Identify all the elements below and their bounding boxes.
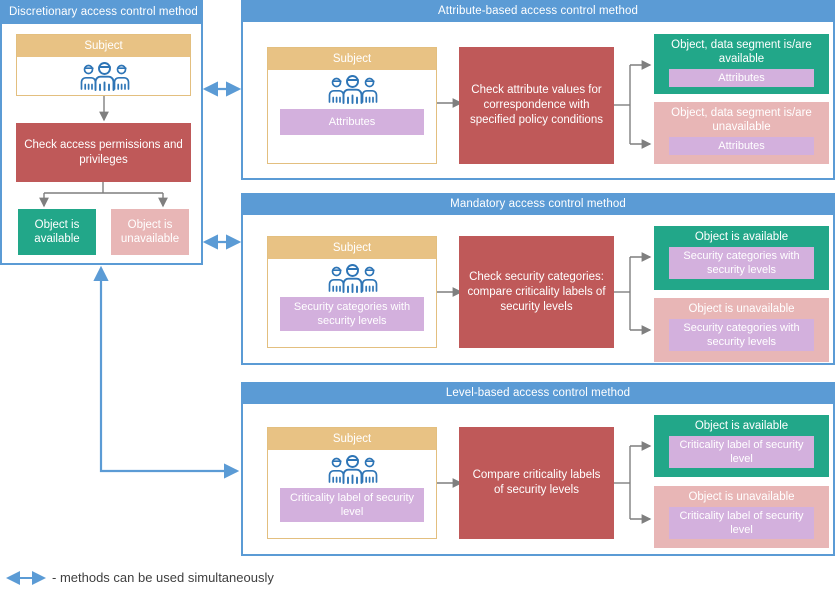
process-box-mandatory: Check security categories: compare criti… (459, 236, 614, 348)
result-box-available-level-based: Object is available Criticality label of… (654, 415, 829, 477)
result-label: Object is unavailable (120, 219, 180, 245)
subject-attribute-chip: Criticality label of security level (280, 488, 424, 522)
result-label: Object is unavailable (688, 491, 795, 503)
result-label: Object, data segment is/are unavailable (671, 107, 812, 133)
result-box-available-attribute-based: Object, data segment is/are available At… (654, 34, 829, 94)
result-label: Object is unavailable (688, 303, 795, 315)
double-arrow-icon (6, 570, 46, 585)
arrow-subject-to-process (437, 478, 463, 488)
result-attribute-chip: Criticality label of security level (669, 436, 814, 468)
arrow-subject-to-process (437, 287, 463, 297)
result-box-available-mandatory: Object is available Security categories … (654, 226, 829, 290)
people-group-icon (328, 455, 378, 484)
legend: - methods can be used simultaneously (4, 570, 274, 585)
branch-arrows-discretionary (39, 182, 168, 208)
panel-level-based-access-control: Level-based access control method Subjec… (241, 382, 835, 556)
process-box-level-based: Compare criticality labels of security l… (459, 427, 614, 539)
result-label: Object, data segment is/are available (671, 39, 812, 65)
people-group-icon (328, 75, 378, 104)
process-label: Check access permissions and privileges (24, 138, 183, 166)
process-label: Check security categories: compare criti… (467, 270, 606, 313)
subject-title: Subject (268, 48, 436, 70)
result-box-available-discretionary: Object is available (18, 209, 96, 255)
arrow-subject-to-process (437, 98, 463, 108)
result-box-unavailable-mandatory: Object is unavailable Security categorie… (654, 298, 829, 362)
result-attribute-chip: Criticality label of security level (669, 507, 814, 539)
panel-title-mandatory: Mandatory access control method (241, 193, 835, 215)
result-attribute-chip: Attributes (669, 69, 814, 87)
people-group-icon (328, 264, 378, 293)
subject-title: Subject (17, 35, 190, 57)
result-box-unavailable-level-based: Object is unavailable Criticality label … (654, 486, 829, 548)
subject-card-level-based: Subject Criticality label of security le… (267, 427, 437, 539)
result-attribute-chip: Attributes (669, 137, 814, 155)
panel-mandatory-access-control: Mandatory access control method Subject … (241, 193, 835, 365)
legend-text: - methods can be used simultaneously (52, 570, 274, 585)
subject-card-attribute-based: Subject Attributes (267, 47, 437, 164)
result-attribute-chip: Security categories with security levels (669, 247, 814, 279)
subject-title: Subject (268, 237, 436, 259)
process-label: Check attribute values for correspondenc… (470, 84, 603, 126)
result-attribute-chip: Security categories with security levels (669, 319, 814, 351)
arrow-subject-to-process (99, 96, 109, 122)
panel-title-level-based: Level-based access control method (241, 382, 835, 404)
process-box-discretionary: Check access permissions and privileges (16, 123, 191, 182)
branch-arrows-mandatory (614, 252, 652, 335)
result-label: Object is available (694, 231, 789, 243)
branch-arrows-level-based (614, 441, 652, 524)
subject-card-discretionary: Subject (16, 34, 191, 96)
process-label: Compare criticality labels of security l… (472, 469, 601, 496)
result-box-unavailable-attribute-based: Object, data segment is/are unavailable … (654, 102, 829, 164)
process-box-attribute-based: Check attribute values for correspondenc… (459, 47, 614, 164)
result-label: Object is available (34, 219, 80, 245)
connector-dac-to-lbac (93, 265, 240, 479)
result-label: Object is available (694, 420, 789, 432)
subject-card-mandatory: Subject Security categories with securit… (267, 236, 437, 348)
panel-attribute-based-access-control: Attribute-based access control method Su… (241, 0, 835, 180)
panel-title-attribute-based: Attribute-based access control method (241, 0, 835, 22)
subject-attribute-chip: Attributes (280, 109, 424, 135)
panel-discretionary-access-control: Discretionary access control method Subj… (0, 0, 203, 265)
branch-arrows-attribute-based (614, 60, 652, 149)
people-group-icon (80, 62, 129, 91)
subject-attribute-chip: Security categories with security levels (280, 297, 424, 331)
result-box-unavailable-discretionary: Object is unavailable (111, 209, 189, 255)
panel-title-discretionary: Discretionary access control method (0, 0, 203, 24)
subject-title: Subject (268, 428, 436, 450)
